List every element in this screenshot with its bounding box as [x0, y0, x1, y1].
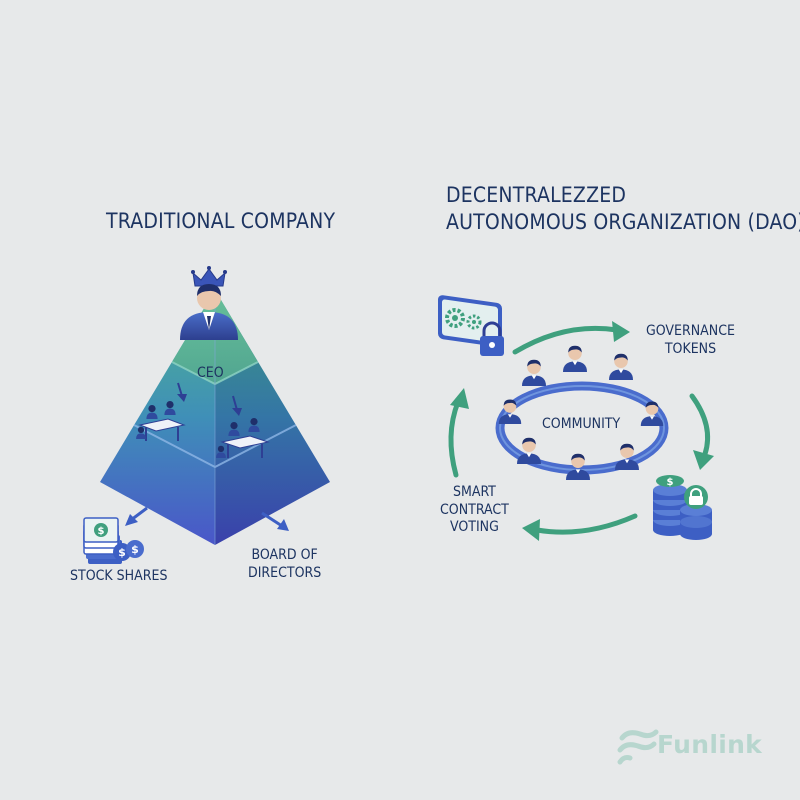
- community-member-icon: [563, 345, 587, 372]
- meeting-table-icon: [216, 418, 270, 458]
- board-arrow: [261, 511, 289, 531]
- cycle-arrow: [522, 513, 638, 541]
- crown-icon: [191, 266, 227, 287]
- board-label-line2: DIRECTORS: [248, 564, 322, 581]
- stock-arrow: [125, 506, 148, 526]
- community-label: COMMUNITY: [542, 416, 621, 432]
- board-of-directors-label: BOARD OF DIRECTORS: [248, 547, 321, 582]
- svg-text:$: $: [667, 477, 674, 488]
- smart-line2: CONTRACT: [440, 501, 509, 518]
- community-member-icon: [522, 359, 546, 386]
- board-label-line1: BOARD OF: [251, 547, 318, 563]
- watermark-text: Funlink: [657, 730, 763, 759]
- cycle-arrow: [512, 321, 630, 355]
- ceo-person-icon: [180, 284, 238, 340]
- smart-line3: VOTING: [449, 519, 499, 535]
- pyramid-arrow: [177, 382, 242, 416]
- cycle-arrow: [689, 393, 714, 470]
- cycle-arrow: [448, 388, 469, 478]
- meeting-table-icon: [136, 401, 186, 441]
- smart-contract-voting-label: SMART CONTRACT VOTING: [440, 484, 509, 537]
- lock-icon: [480, 321, 504, 356]
- svg-text:$: $: [131, 543, 139, 556]
- smart-line1: SMART: [452, 484, 496, 500]
- stock-shares-label: STOCK SHARES: [70, 568, 168, 584]
- governance-line2: TOKENS: [664, 340, 717, 357]
- svg-text:$: $: [118, 546, 126, 559]
- governance-line1: GOVERNANCE: [646, 323, 735, 339]
- governance-tokens-label: GOVERNANCE TOKENS: [646, 323, 735, 358]
- ceo-label: CEO: [197, 365, 224, 381]
- smart-contract-screen-icon: [438, 295, 504, 356]
- gear-icon: [466, 314, 482, 330]
- traditional-company-title: TRADITIONAL COMPANY: [106, 209, 336, 233]
- dao-title-line2: AUTONOMOUS ORGANIZATION (DAO): [446, 210, 800, 234]
- watermark-logo-icon: [617, 729, 659, 765]
- community-member-icon: [609, 353, 633, 380]
- svg-text:$: $: [98, 526, 105, 537]
- gear-icon: [445, 308, 465, 328]
- token-stack-icon: $: [653, 475, 712, 540]
- lock-icon: [684, 485, 708, 509]
- dao-title-line1: DECENTRALEZZED: [446, 183, 627, 207]
- stock-shares-icon: $ $ $: [83, 517, 144, 564]
